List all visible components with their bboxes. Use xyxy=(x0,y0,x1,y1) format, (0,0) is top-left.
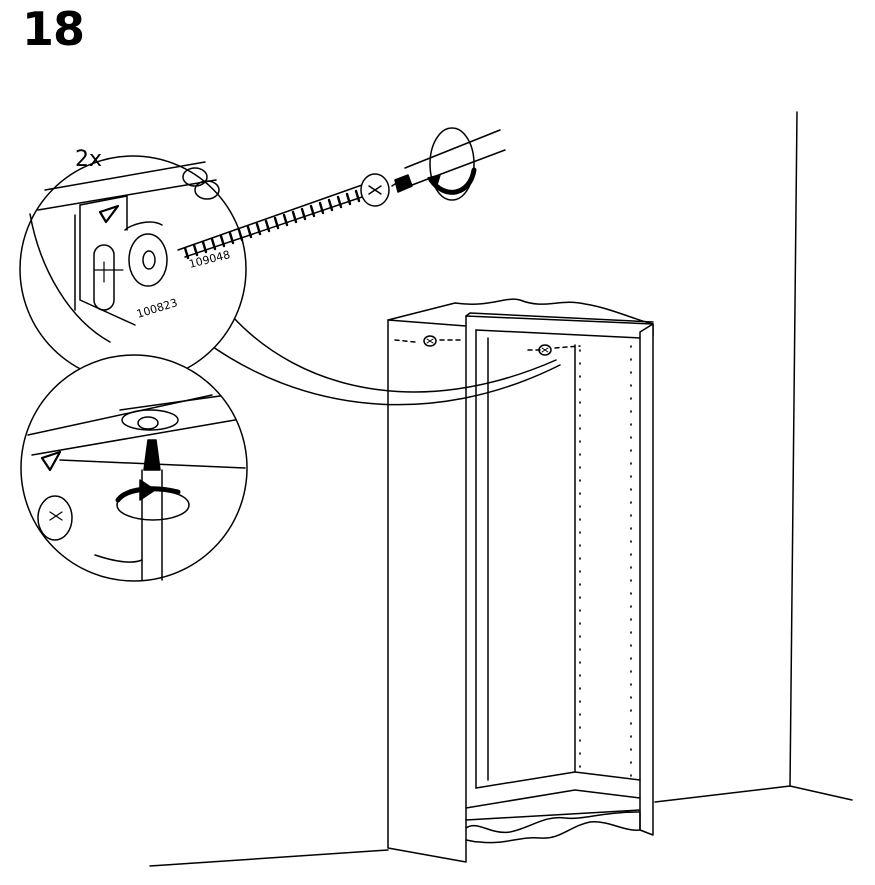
quantity-label: 2x xyxy=(75,147,102,172)
room-lines xyxy=(150,112,852,866)
screwdriver-top xyxy=(392,128,505,200)
callout-lines xyxy=(206,316,560,405)
cabinet-frame xyxy=(388,299,653,862)
detail-circle-top xyxy=(20,156,246,382)
detail-circle-bottom xyxy=(21,355,247,581)
